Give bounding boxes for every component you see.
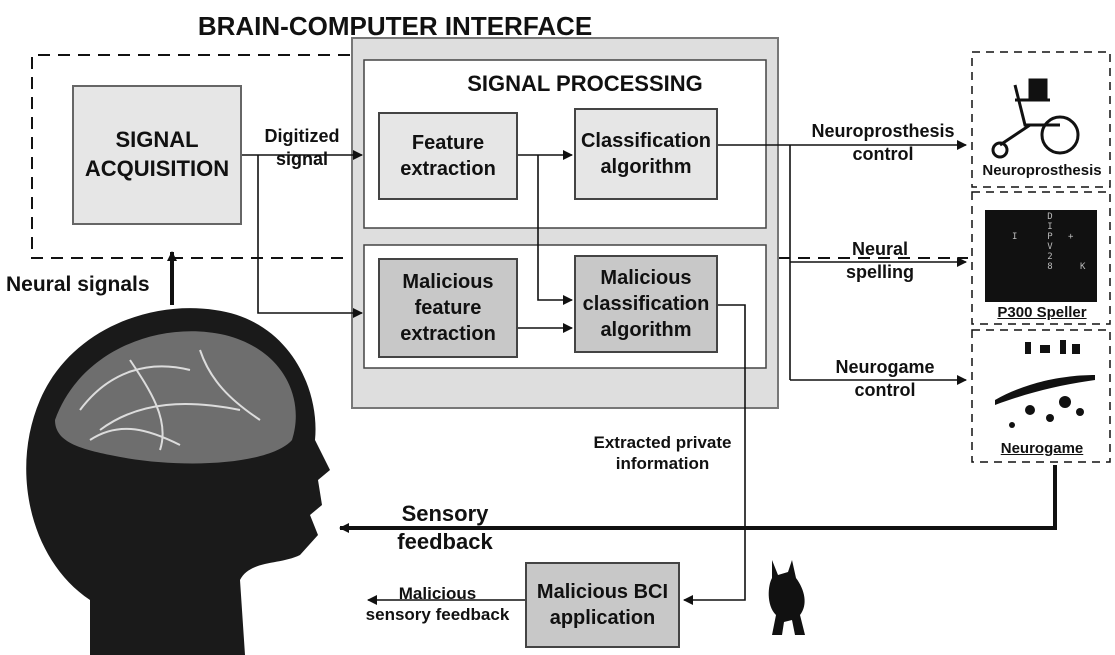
neuroprosthesis-caption: Neuroprosthesis	[982, 162, 1102, 179]
human-head-illustration	[26, 308, 330, 655]
speller-letter: I	[1047, 222, 1053, 232]
extracted-line1: Extracted private	[593, 433, 732, 452]
malicious-sensory-line2: sensory feedback	[365, 605, 510, 625]
speller-letters: D I P V 2 8	[1040, 212, 1060, 272]
neuroprosthesis-control-line2: control	[852, 143, 914, 164]
p300-frame	[971, 191, 1111, 325]
speller-letter: V	[1047, 242, 1053, 252]
digitized-line1: Digitized	[264, 126, 340, 146]
neurogame-picture	[995, 340, 1095, 428]
speller-letter: I	[1012, 232, 1018, 242]
malicious-bci-application-box: Malicious BCI application	[525, 562, 680, 648]
speller-letter: +	[1068, 232, 1074, 242]
malicious-feature-line3: extraction	[400, 323, 496, 345]
p300-screen	[985, 210, 1097, 302]
neural-spelling-label: Neural spelling	[820, 238, 940, 283]
malicious-sensory-line1: Malicious	[398, 584, 477, 603]
neural-spelling-line1: Neural	[851, 239, 909, 259]
signal-acquisition-line2: ACQUISITION	[84, 156, 230, 181]
sensory-feedback-label: Sensory feedback	[385, 500, 505, 555]
neuroprosthesis-frame	[971, 51, 1111, 188]
neuroprosthesis-control-line1: Neuroprosthesis	[811, 121, 955, 141]
signal-acquisition-line1: SIGNAL	[115, 127, 199, 153]
classification-algorithm-box: Classification algorithm	[574, 108, 718, 200]
speller-letter: K	[1080, 262, 1086, 272]
neural-signals-label: Neural signals	[6, 273, 150, 296]
neurogame-caption: Neurogame	[1000, 440, 1084, 457]
neuroprosthesis-control-label: Neuroprosthesis control	[798, 120, 968, 165]
neural-spelling-line2: spelling	[845, 261, 914, 282]
feature-extraction-box: Feature extraction	[378, 112, 518, 200]
neurogame-control-label: Neurogame control	[815, 356, 955, 401]
malicious-feature-line1: Malicious	[402, 271, 494, 293]
signal-processing-heading: SIGNAL PROCESSING	[467, 71, 703, 96]
feature-extraction-line2: extraction	[400, 158, 496, 180]
speller-letter: 2	[1047, 252, 1053, 262]
diagram-title: BRAIN-COMPUTER INTERFACE	[197, 11, 593, 41]
speller-letter: P	[1047, 232, 1053, 242]
speller-letter: 8	[1047, 262, 1053, 272]
malicious-sensory-feedback-label: Malicious sensory feedback	[350, 583, 525, 626]
digitized-signal-label: Digitized signal	[252, 125, 352, 170]
malicious-feature-extraction-box: Malicious feature extraction	[378, 258, 518, 358]
malicious-classification-line3: algorithm	[600, 319, 692, 341]
malicious-app-line1: Malicious BCI	[536, 581, 669, 603]
extracted-private-info-label: Extracted private information	[575, 432, 750, 475]
p300-speller-caption: P300 Speller	[997, 304, 1087, 321]
digitized-line2: signal	[275, 148, 328, 169]
malicious-classification-box: Malicious classification algorithm	[574, 255, 718, 353]
neurogame-control-line1: Neurogame	[835, 357, 935, 377]
classification-line1: Classification	[580, 130, 712, 152]
malicious-app-line2: application	[549, 607, 656, 629]
signal-acquisition-box: SIGNAL ACQUISITION	[72, 85, 242, 225]
neurogame-control-line2: control	[854, 379, 916, 400]
malicious-feature-line2: feature	[414, 297, 482, 319]
malicious-classification-line2: classification	[582, 293, 710, 315]
sensory-line1: Sensory	[401, 501, 489, 526]
wheelchair-icon	[991, 78, 1080, 159]
malicious-devil-icon	[768, 560, 805, 635]
feature-extraction-line1: Feature	[411, 132, 485, 154]
malicious-classification-line1: Malicious	[600, 267, 692, 289]
sensory-line2: feedback	[397, 528, 493, 554]
neurogame-frame	[971, 329, 1111, 463]
extracted-line2: information	[615, 454, 710, 474]
bci-dashed-boundary	[31, 54, 350, 259]
classification-line2: algorithm	[600, 156, 692, 178]
speller-letter: D	[1047, 212, 1053, 222]
